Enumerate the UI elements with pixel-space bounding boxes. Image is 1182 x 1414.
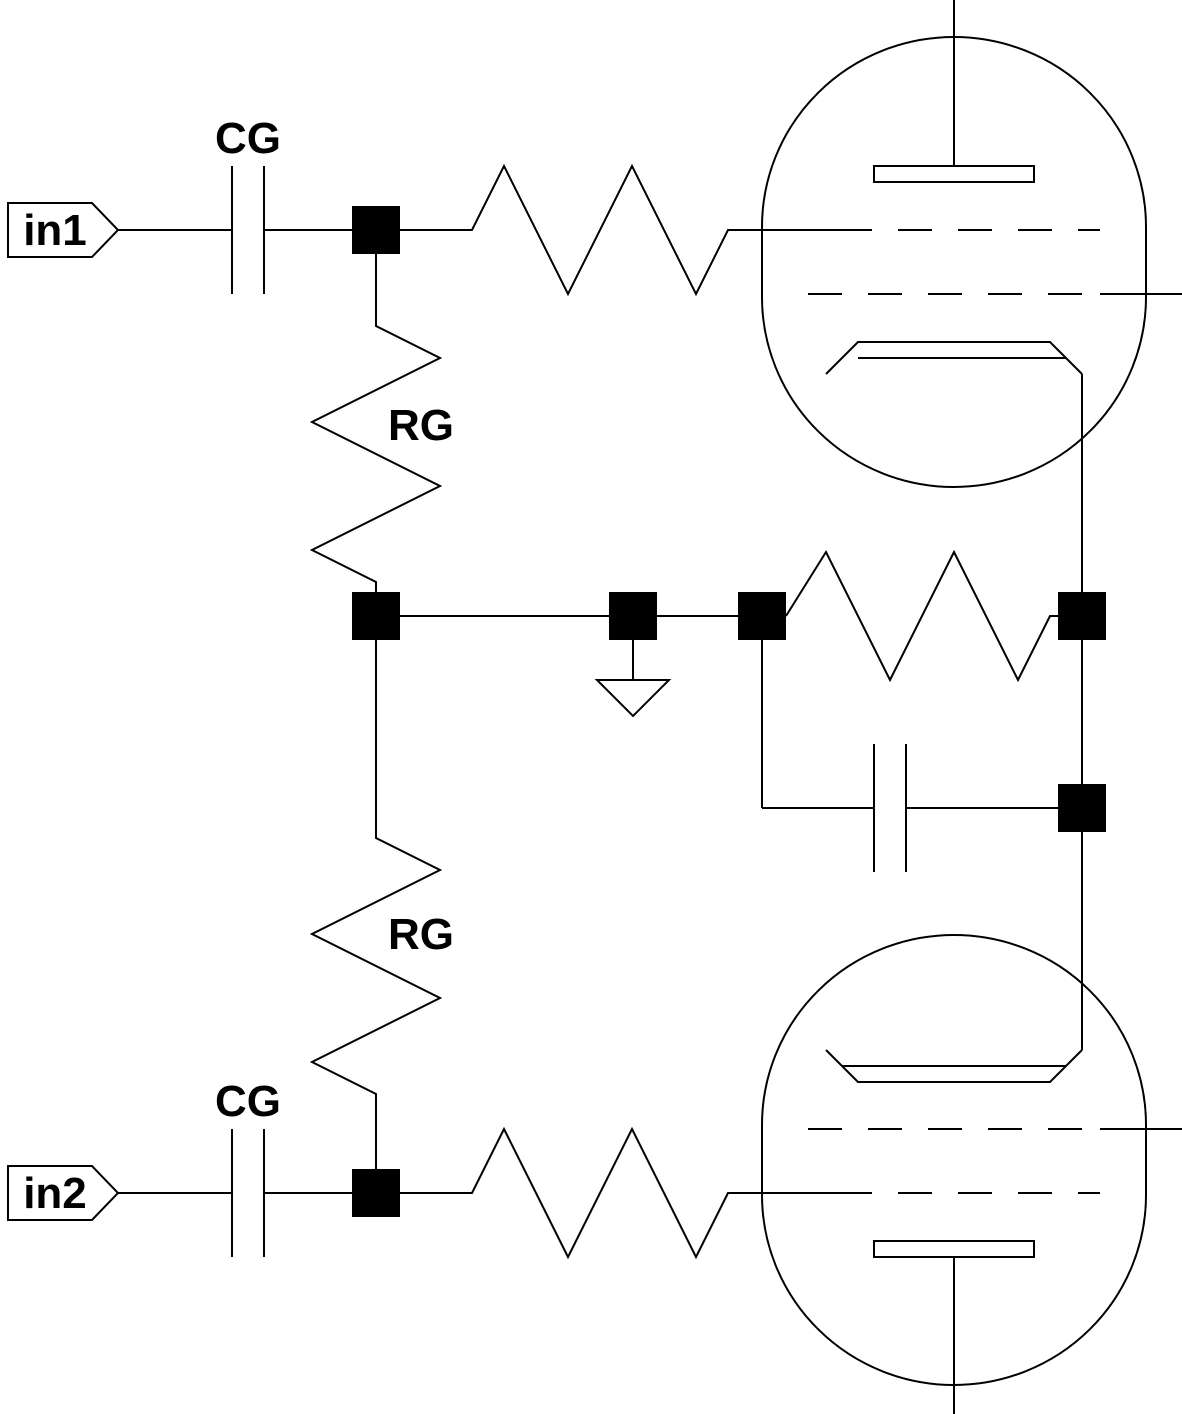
grid-resistor-top: RG [309,254,454,592]
input-label-in2: in2 [23,1169,87,1218]
resistor-label-rg-top: RG [388,401,454,450]
plate-bottom [873,1240,1035,1258]
grid-stopper-resistor-top [400,163,838,297]
grid-stopper-resistor-bottom [400,1126,838,1260]
junction-node [352,206,400,254]
coupling-capacitor-bottom: CG [118,1077,352,1257]
input-label-in1: in1 [23,206,87,255]
junction-node [352,1169,400,1217]
ground-symbol [594,679,672,718]
junction-node [1058,592,1106,640]
cathode-bypass-capacitor [761,640,1058,872]
junction-node [738,592,786,640]
vacuum-tube-bottom [761,934,1182,1414]
junction-node [1058,784,1106,832]
plate-top [873,165,1035,183]
input-port-in2: in2 [7,1165,120,1221]
junction-node [609,592,657,640]
cathode-resistor [785,549,1058,683]
resistor-label-rg-bottom: RG [388,910,454,959]
vacuum-tube-top [761,0,1182,488]
capacitor-label-cg-top: CG [215,114,281,163]
grid-resistor-bottom: RG [309,640,454,1169]
coupling-capacitor-top: CG [118,114,352,294]
input-port-in1: in1 [7,202,120,258]
junction-node [352,592,400,640]
ground-rail [400,615,738,680]
capacitor-label-cg-bottom: CG [215,1077,281,1126]
